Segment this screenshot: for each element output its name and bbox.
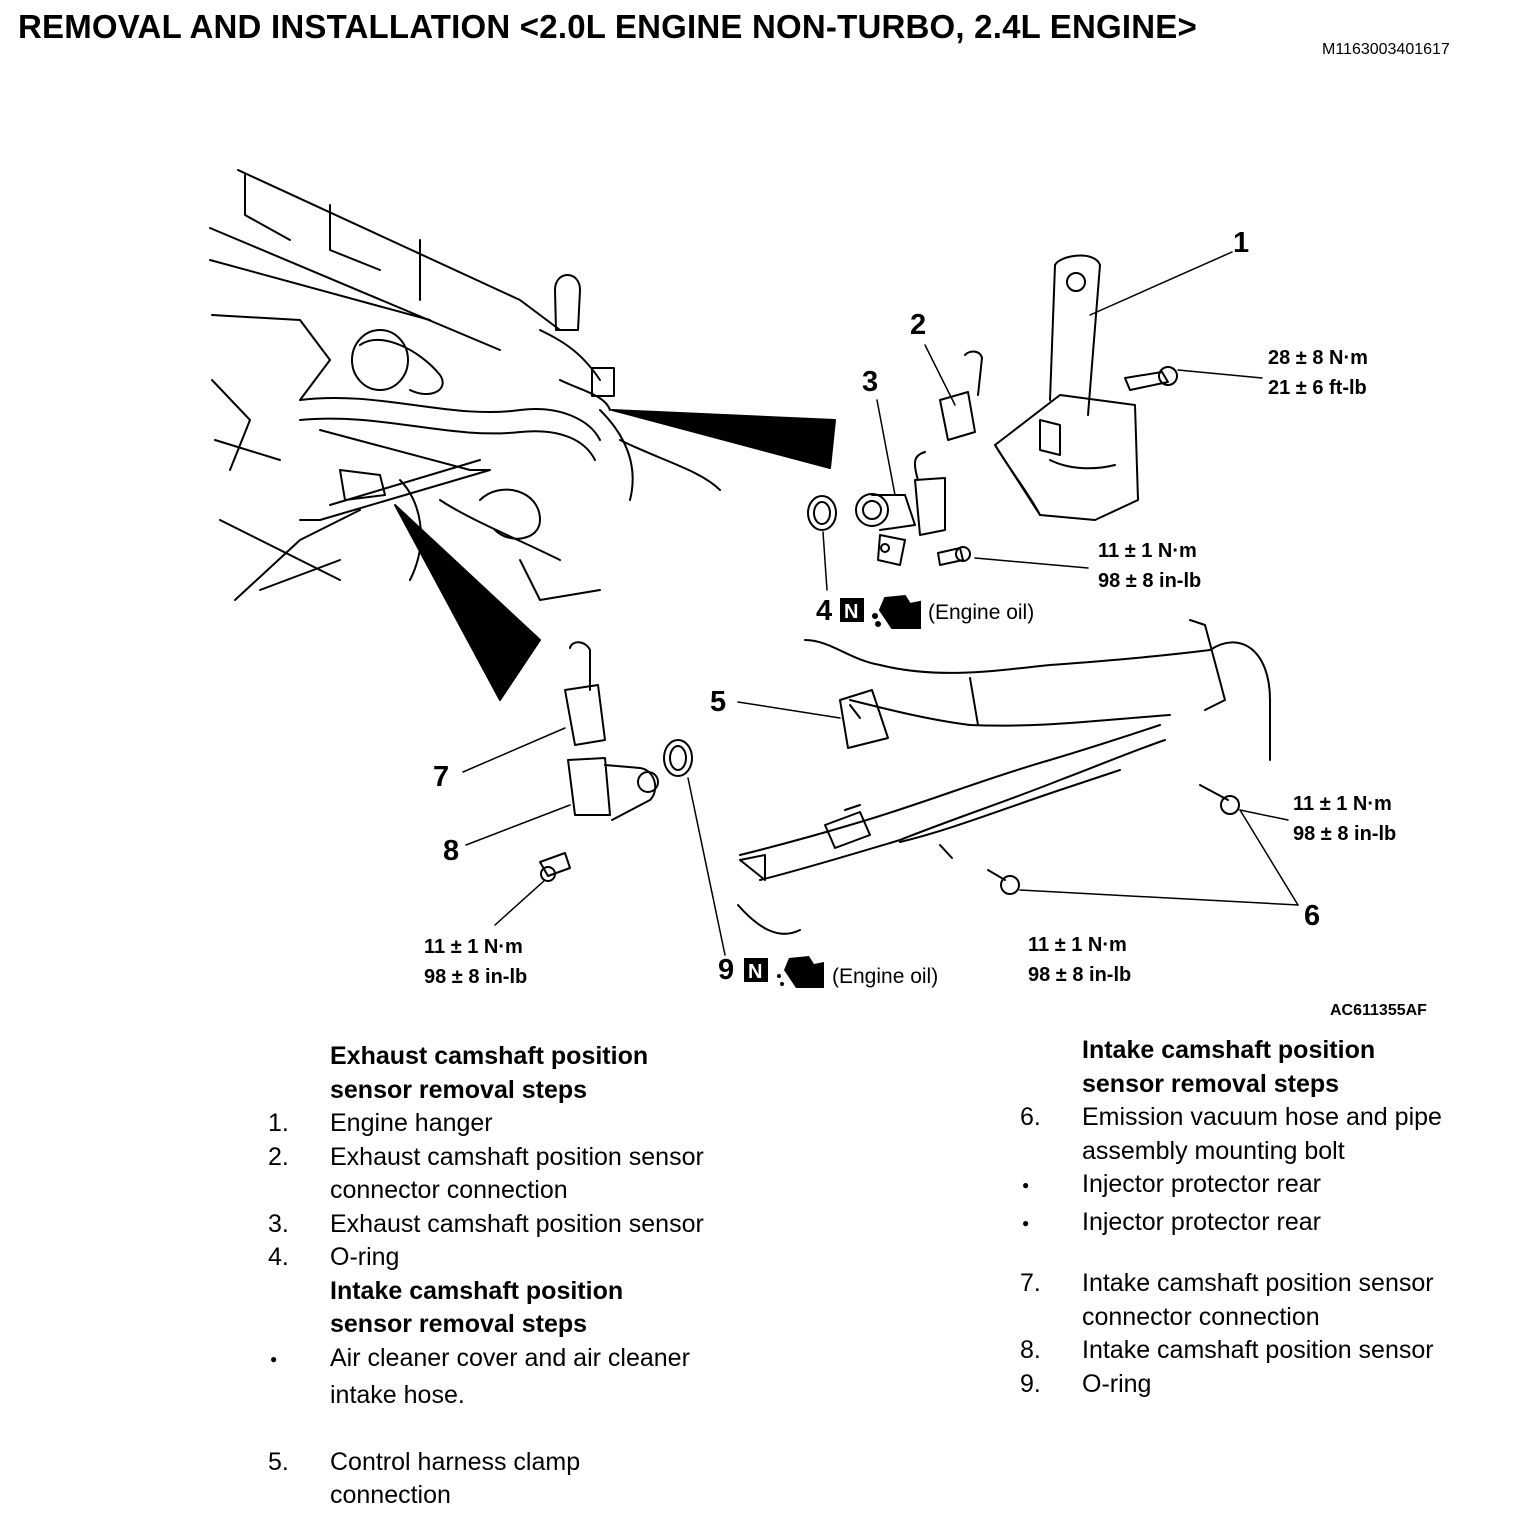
- exhaust-steps-heading-line1: Exhaust camshaft position: [330, 1042, 649, 1070]
- engine-overview-drawing: [209, 169, 721, 601]
- list-item-continuation: connector connection: [268, 1174, 788, 1208]
- list-item-continuation: intake hose.: [268, 1379, 788, 1413]
- list-item-continuation: connector connection: [1020, 1301, 1515, 1335]
- list-item: Injector protector rear: [1020, 1168, 1515, 1206]
- exhaust-sensor-drawing: [807, 350, 983, 566]
- step-text: Injector protector rear: [1082, 1170, 1321, 1198]
- callout-3: 3: [862, 366, 878, 398]
- page-title: REMOVAL AND INSTALLATION <2.0L ENGINE NO…: [18, 8, 1197, 45]
- list-item: 8. Intake camshaft position sensor: [1020, 1334, 1515, 1368]
- step-number: 7.: [1020, 1269, 1041, 1297]
- oil-note-9: (Engine oil): [832, 965, 938, 988]
- callout-5: 5: [710, 686, 726, 718]
- intake-steps-heading-line1: Intake camshaft position: [1082, 1036, 1376, 1064]
- callout-4: 4: [816, 595, 832, 627]
- step-text: Intake camshaft position sensor: [1082, 1336, 1434, 1364]
- exhaust-steps-heading-line2: sensor removal steps: [330, 1075, 588, 1104]
- zoom-wedge-upper: [611, 409, 836, 469]
- step-text: connection: [330, 1481, 451, 1509]
- step-number: 2.: [268, 1142, 289, 1171]
- torque-exhaust-sensor-nm: 11 ± 1 N·m: [1098, 540, 1197, 562]
- svg-text:N: N: [748, 961, 762, 983]
- step-text: connector connection: [1082, 1302, 1320, 1331]
- step-number: 4.: [268, 1243, 289, 1271]
- oil-can-icon: [777, 956, 824, 988]
- oil-note-4: (Engine oil): [928, 601, 1034, 624]
- engine-hanger-drawing: [994, 254, 1178, 521]
- torque-exhaust-sensor-imperial: 98 ± 8 in-lb: [1098, 570, 1201, 592]
- figure-id: AC611355AF: [1330, 1002, 1427, 1019]
- list-item: 5. Control harness clamp: [268, 1446, 788, 1480]
- intake-steps-heading-line2: sensor removal steps: [1082, 1069, 1340, 1098]
- step-text: O-ring: [1082, 1369, 1152, 1398]
- step-number: 6.: [1020, 1103, 1041, 1131]
- callout-1: 1: [1233, 227, 1249, 259]
- callout-7: 7: [433, 761, 449, 793]
- torque-bolt6-lower-nm: 11 ± 1 N·m: [1028, 934, 1127, 956]
- svg-text:N: N: [844, 601, 858, 623]
- oil-can-icon: [872, 594, 921, 629]
- list-item: 1. Engine hanger: [268, 1107, 788, 1141]
- step-text: Control harness clamp: [330, 1447, 581, 1476]
- step-text: O-ring: [330, 1243, 400, 1271]
- left-procedure-list: Exhaust camshaft position sensor removal…: [268, 1040, 788, 1513]
- list-item-continuation: connection: [268, 1479, 788, 1513]
- bullet-icon: [1020, 1206, 1082, 1244]
- torque-bolt6-lower-imperial: 98 ± 8 in-lb: [1028, 964, 1131, 986]
- right-procedure-list: Intake camshaft position sensor removal …: [1020, 1034, 1515, 1401]
- list-item-continuation: assembly mounting bolt: [1020, 1135, 1515, 1169]
- step-text: Emission vacuum hose and pipe: [1082, 1103, 1442, 1131]
- step-number: 9.: [1020, 1369, 1041, 1398]
- leader-lines: [462, 251, 1299, 956]
- torque-intake-sensor-imperial: 98 ± 8 in-lb: [424, 966, 527, 988]
- step-text: assembly mounting bolt: [1082, 1136, 1345, 1165]
- step-text: connector connection: [330, 1176, 568, 1204]
- document-id: M1163003401617: [1322, 41, 1450, 58]
- new-part-icon: N: [744, 958, 768, 983]
- callout-6: 6: [1304, 900, 1320, 932]
- step-text: Air cleaner cover and air cleaner: [330, 1343, 690, 1372]
- bullet-icon: [1020, 1168, 1082, 1206]
- callout-8: 8: [443, 835, 459, 867]
- step-number: 5.: [268, 1447, 289, 1476]
- step-text: Injector protector rear: [1082, 1207, 1321, 1236]
- step-text: Exhaust camshaft position sensor: [330, 1142, 704, 1171]
- step-text: Intake camshaft position sensor: [1082, 1269, 1434, 1297]
- list-item: Air cleaner cover and air cleaner: [268, 1342, 788, 1380]
- step-text: Exhaust camshaft position sensor: [330, 1209, 704, 1238]
- step-text: intake hose.: [330, 1381, 465, 1409]
- list-item: 2. Exhaust camshaft position sensor: [268, 1141, 788, 1175]
- callout-9: 9: [718, 954, 734, 986]
- torque-bolt6-upper-imperial: 98 ± 8 in-lb: [1293, 823, 1396, 845]
- new-part-icon: N: [840, 598, 864, 623]
- bullet-icon: [268, 1342, 330, 1380]
- intake-steps-heading-line2: sensor removal steps: [330, 1310, 588, 1338]
- torque-bolt6-upper-nm: 11 ± 1 N·m: [1293, 793, 1392, 815]
- list-item: 7. Intake camshaft position sensor: [1020, 1267, 1515, 1301]
- list-item: 4. O-ring: [268, 1241, 788, 1275]
- step-number: 3.: [268, 1209, 289, 1238]
- zoom-wedge-lower: [394, 504, 541, 701]
- list-item: Injector protector rear: [1020, 1206, 1515, 1244]
- list-item: 6. Emission vacuum hose and pipe: [1020, 1101, 1515, 1135]
- step-number: 1.: [268, 1109, 289, 1137]
- exploded-view-diagram: 1 2 3 4 5 6 7 8 9 N (Engine oil) N (Engi…: [209, 169, 1427, 1019]
- torque-hanger-imperial: 21 ± 6 ft-lb: [1268, 377, 1367, 399]
- intake-steps-heading-line1: Intake camshaft position: [330, 1276, 624, 1305]
- intake-sensor-drawing: [539, 641, 693, 882]
- step-number: 8.: [1020, 1336, 1041, 1364]
- step-text: Engine hanger: [330, 1109, 493, 1137]
- list-item: 3. Exhaust camshaft position sensor: [268, 1208, 788, 1242]
- pipe-assembly-drawing: [737, 619, 1271, 935]
- torque-hanger-nm: 28 ± 8 N·m: [1268, 347, 1368, 369]
- torque-intake-sensor-nm: 11 ± 1 N·m: [424, 936, 523, 958]
- list-item: 9. O-ring: [1020, 1368, 1515, 1402]
- callout-2: 2: [910, 309, 926, 341]
